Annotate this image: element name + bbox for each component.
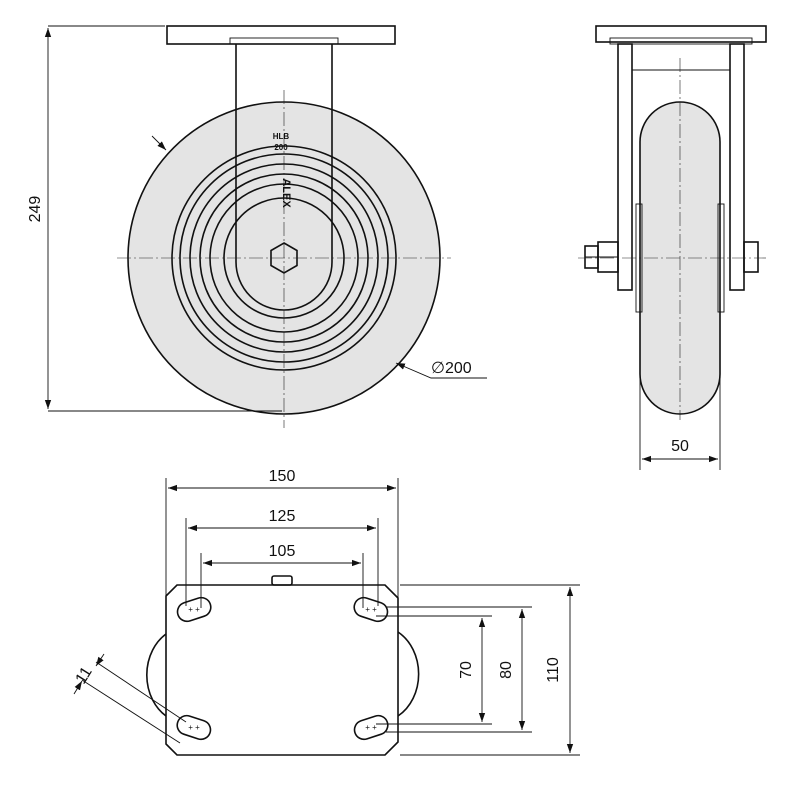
mounting-plate-side	[595, 25, 767, 43]
wheel-outline-right	[397, 631, 420, 717]
diameter-label: ∅200	[431, 360, 472, 377]
fork-leg-left	[617, 43, 633, 291]
width125-label: 125	[269, 508, 296, 525]
wheel-outline-left	[146, 633, 167, 717]
mounting-plate-top	[165, 584, 399, 756]
svg-text:+ +: + +	[188, 605, 200, 614]
slot-arrow-upper	[95, 653, 105, 667]
slot-top-right: + +	[353, 596, 389, 623]
slot-width-label: 11	[73, 664, 96, 687]
svg-text:+ +: + +	[365, 723, 377, 732]
width150-label: 150	[269, 468, 296, 485]
plate-tab	[271, 575, 293, 586]
marking-model: HLB	[273, 132, 290, 141]
marking-size: 200	[274, 143, 288, 152]
slot-bottom-left: + +	[176, 714, 212, 741]
front-view: HLB 200 ALEX 249 ∅200	[27, 25, 487, 428]
height80-label: 80	[498, 661, 515, 679]
height-label: 249	[27, 196, 44, 223]
side-view: 50	[578, 25, 767, 470]
plate-collar-side	[609, 37, 753, 45]
plate-collar	[229, 37, 339, 45]
diameter-leader-tick	[151, 135, 167, 151]
diameter-leader	[395, 362, 487, 379]
height70-label: 70	[458, 661, 475, 679]
svg-text:+ +: + +	[188, 723, 200, 732]
slot-top-left: + +	[176, 596, 212, 623]
slot-bottom-right: + +	[353, 714, 389, 741]
height110-label: 110	[545, 657, 562, 683]
slot-extension-lower	[81, 679, 181, 744]
marking-brand: ALEX	[280, 178, 292, 208]
slot-extension-upper	[95, 661, 187, 723]
bracket-leg	[235, 44, 333, 311]
slot-arrow-lower	[73, 680, 83, 695]
plate-view: + + + + + + + + 150 125 105	[73, 468, 580, 756]
side-width-label: 50	[671, 438, 689, 455]
axle-head-right	[743, 241, 759, 273]
width105-label: 105	[269, 543, 296, 560]
fork-leg-right	[729, 43, 745, 291]
mounting-plate-front	[166, 25, 396, 45]
svg-text:+ +: + +	[365, 605, 377, 614]
